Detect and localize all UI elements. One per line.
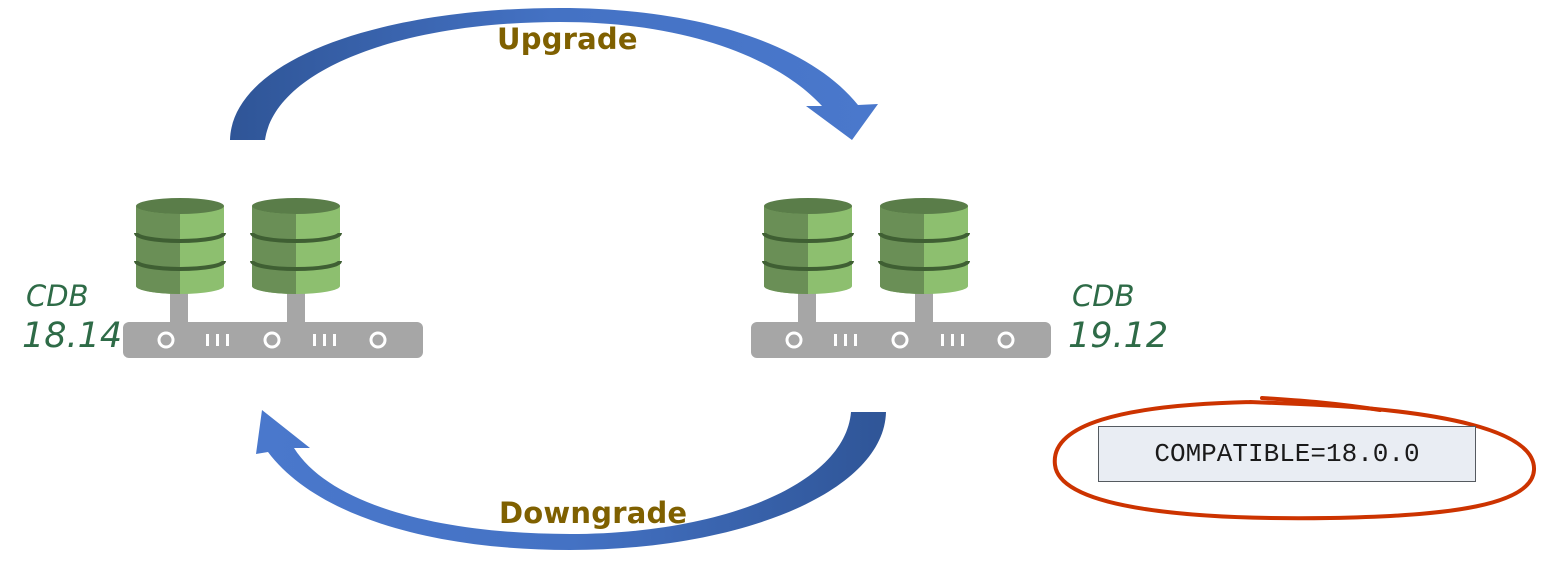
right-cdb-server	[751, 198, 1051, 358]
db-stem	[287, 290, 305, 324]
highlight-circle	[1052, 396, 1537, 521]
database-icon	[762, 198, 854, 294]
right-cdb-name: CDB	[1072, 279, 1135, 313]
upgrade-label: Upgrade	[497, 22, 638, 56]
left-cdb-label: CDB 18.14	[22, 282, 122, 354]
left-cdb-version: 18.14	[22, 316, 123, 356]
upgrade-arrow	[230, 8, 878, 140]
db-stem	[915, 290, 933, 324]
database-icon	[250, 198, 342, 294]
downgrade-arrow	[256, 410, 886, 550]
db-stem	[170, 290, 188, 324]
db-stem	[798, 290, 816, 324]
downgrade-label: Downgrade	[499, 496, 688, 530]
database-icon	[134, 198, 226, 294]
compatible-parameter-box: COMPATIBLE=18.0.0	[1098, 426, 1476, 482]
left-cdb-server	[123, 198, 423, 358]
right-cdb-version: 19.12	[1068, 316, 1169, 356]
database-icon	[878, 198, 970, 294]
right-cdb-label: CDB 19.12	[1068, 282, 1168, 354]
left-cdb-name: CDB	[26, 279, 89, 313]
